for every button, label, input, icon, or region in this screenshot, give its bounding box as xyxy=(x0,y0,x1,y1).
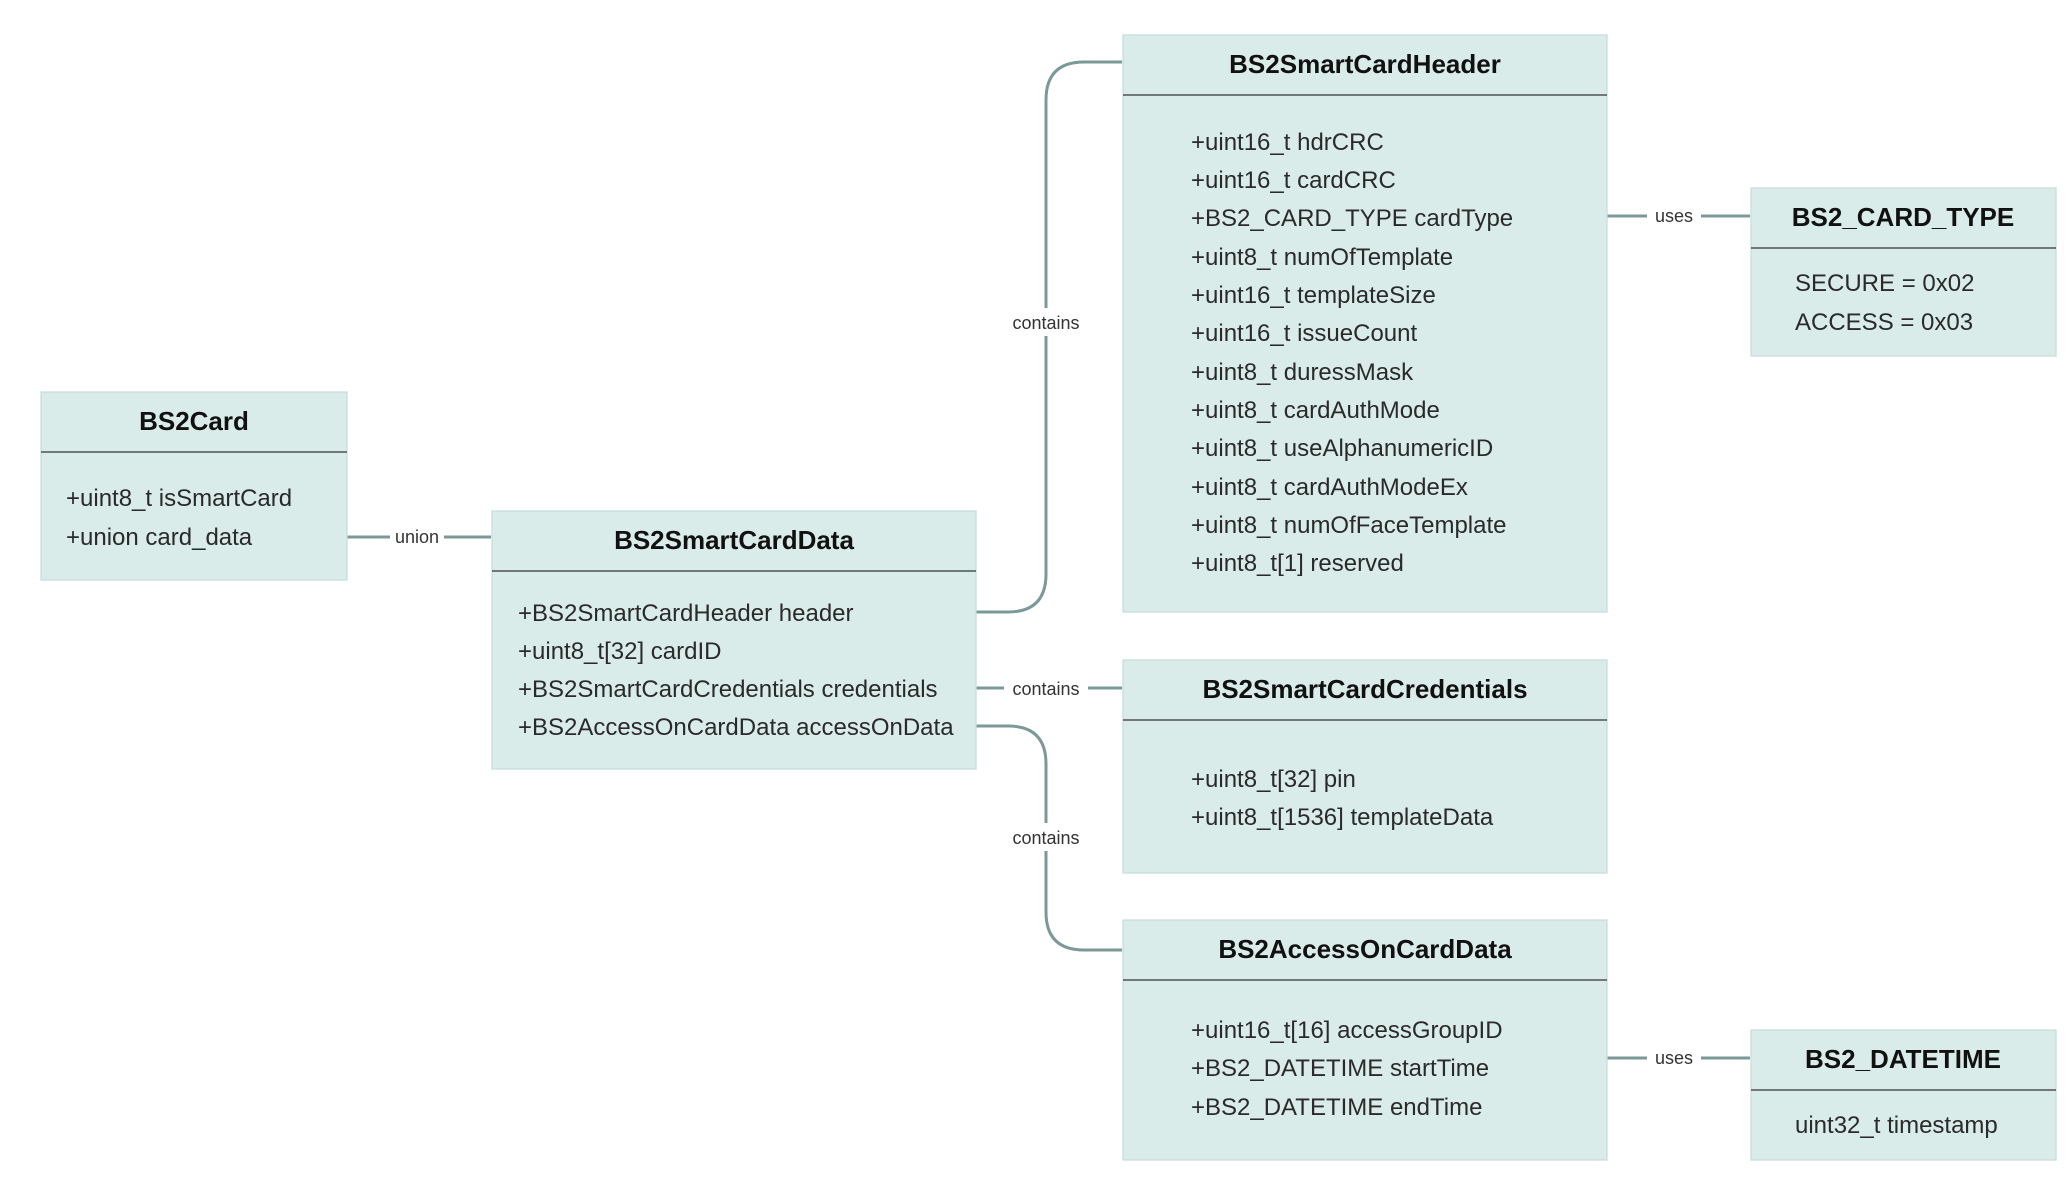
class-title: BS2_CARD_TYPE xyxy=(1792,202,2015,232)
class-title: BS2Card xyxy=(139,406,249,436)
class-bs2smartcardheader: BS2SmartCardHeader +uint16_t hdrCRC +uin… xyxy=(1122,34,1608,613)
class-title: BS2SmartCardData xyxy=(614,525,854,555)
class-field: +uint8_t[32] cardID xyxy=(518,638,721,665)
class-title: BS2SmartCardHeader xyxy=(1229,49,1501,79)
edge-contains-header xyxy=(868,60,1122,614)
class-field: +uint8_t duressMask xyxy=(1191,359,1414,386)
class-field: +uint16_t templateSize xyxy=(1191,282,1436,309)
class-bs2-datetime: BS2_DATETIME uint32_t timestamp xyxy=(1750,1029,2057,1161)
edge-label-contains-header: contains xyxy=(1012,313,1079,333)
class-field: +uint8_t useAlphanumericID xyxy=(1191,435,1493,462)
class-field: +uint8_t numOfTemplate xyxy=(1191,244,1453,271)
class-field: +BS2SmartCardCredentials credentials xyxy=(518,676,938,703)
class-field: +uint16_t hdrCRC xyxy=(1191,129,1384,156)
class-field: uint32_t timestamp xyxy=(1795,1112,1998,1139)
class-field: +uint8_t isSmartCard xyxy=(66,485,292,512)
class-field: +union card_data xyxy=(66,524,253,551)
class-field: +BS2_CARD_TYPE cardType xyxy=(1191,205,1513,232)
edge-label-contains-access: contains xyxy=(1012,828,1079,848)
edge-label-contains-credentials: contains xyxy=(1012,679,1079,699)
class-field: +uint16_t cardCRC xyxy=(1191,167,1396,194)
class-bs2accessoncarddata: BS2AccessOnCardData +uint16_t[16] access… xyxy=(1122,919,1608,1161)
class-field: +BS2_DATETIME endTime xyxy=(1191,1094,1482,1121)
class-field: +BS2_DATETIME startTime xyxy=(1191,1055,1489,1082)
class-field: +uint16_t[16] accessGroupID xyxy=(1191,1017,1503,1044)
class-title: BS2SmartCardCredentials xyxy=(1202,674,1527,704)
class-title: BS2_DATETIME xyxy=(1805,1044,2001,1074)
class-bs2card: BS2Card +uint8_t isSmartCard +union card… xyxy=(40,391,348,581)
class-field: +uint16_t issueCount xyxy=(1191,320,1417,347)
class-field: SECURE = 0x02 xyxy=(1795,270,1974,297)
class-field: +uint8_t cardAuthMode xyxy=(1191,397,1440,424)
class-field: +BS2AccessOnCardData accessOnData xyxy=(518,714,954,741)
class-field: +BS2SmartCardHeader header xyxy=(518,600,854,627)
class-bs2smartcardcredentials: BS2SmartCardCredentials +uint8_t[32] pin… xyxy=(1122,659,1608,874)
class-field: +uint8_t cardAuthModeEx xyxy=(1191,474,1468,501)
class-field: +uint8_t numOfFaceTemplate xyxy=(1191,512,1507,539)
class-field: +uint8_t[1536] templateData xyxy=(1191,804,1494,831)
class-bs2-card-type: BS2_CARD_TYPE SECURE = 0x02 ACCESS = 0x0… xyxy=(1750,187,2057,357)
class-bs2smartcarddata: BS2SmartCardData +BS2SmartCardHeader hea… xyxy=(491,510,977,770)
class-title: BS2AccessOnCardData xyxy=(1218,934,1512,964)
edge-label-union: union xyxy=(395,527,439,547)
edge-label-uses-datetime: uses xyxy=(1655,1048,1693,1068)
edge-label-uses-cardtype: uses xyxy=(1655,206,1693,226)
class-field: +uint8_t[32] pin xyxy=(1191,766,1356,793)
class-field: ACCESS = 0x03 xyxy=(1795,309,1973,336)
class-field: +uint8_t[1] reserved xyxy=(1191,550,1404,577)
